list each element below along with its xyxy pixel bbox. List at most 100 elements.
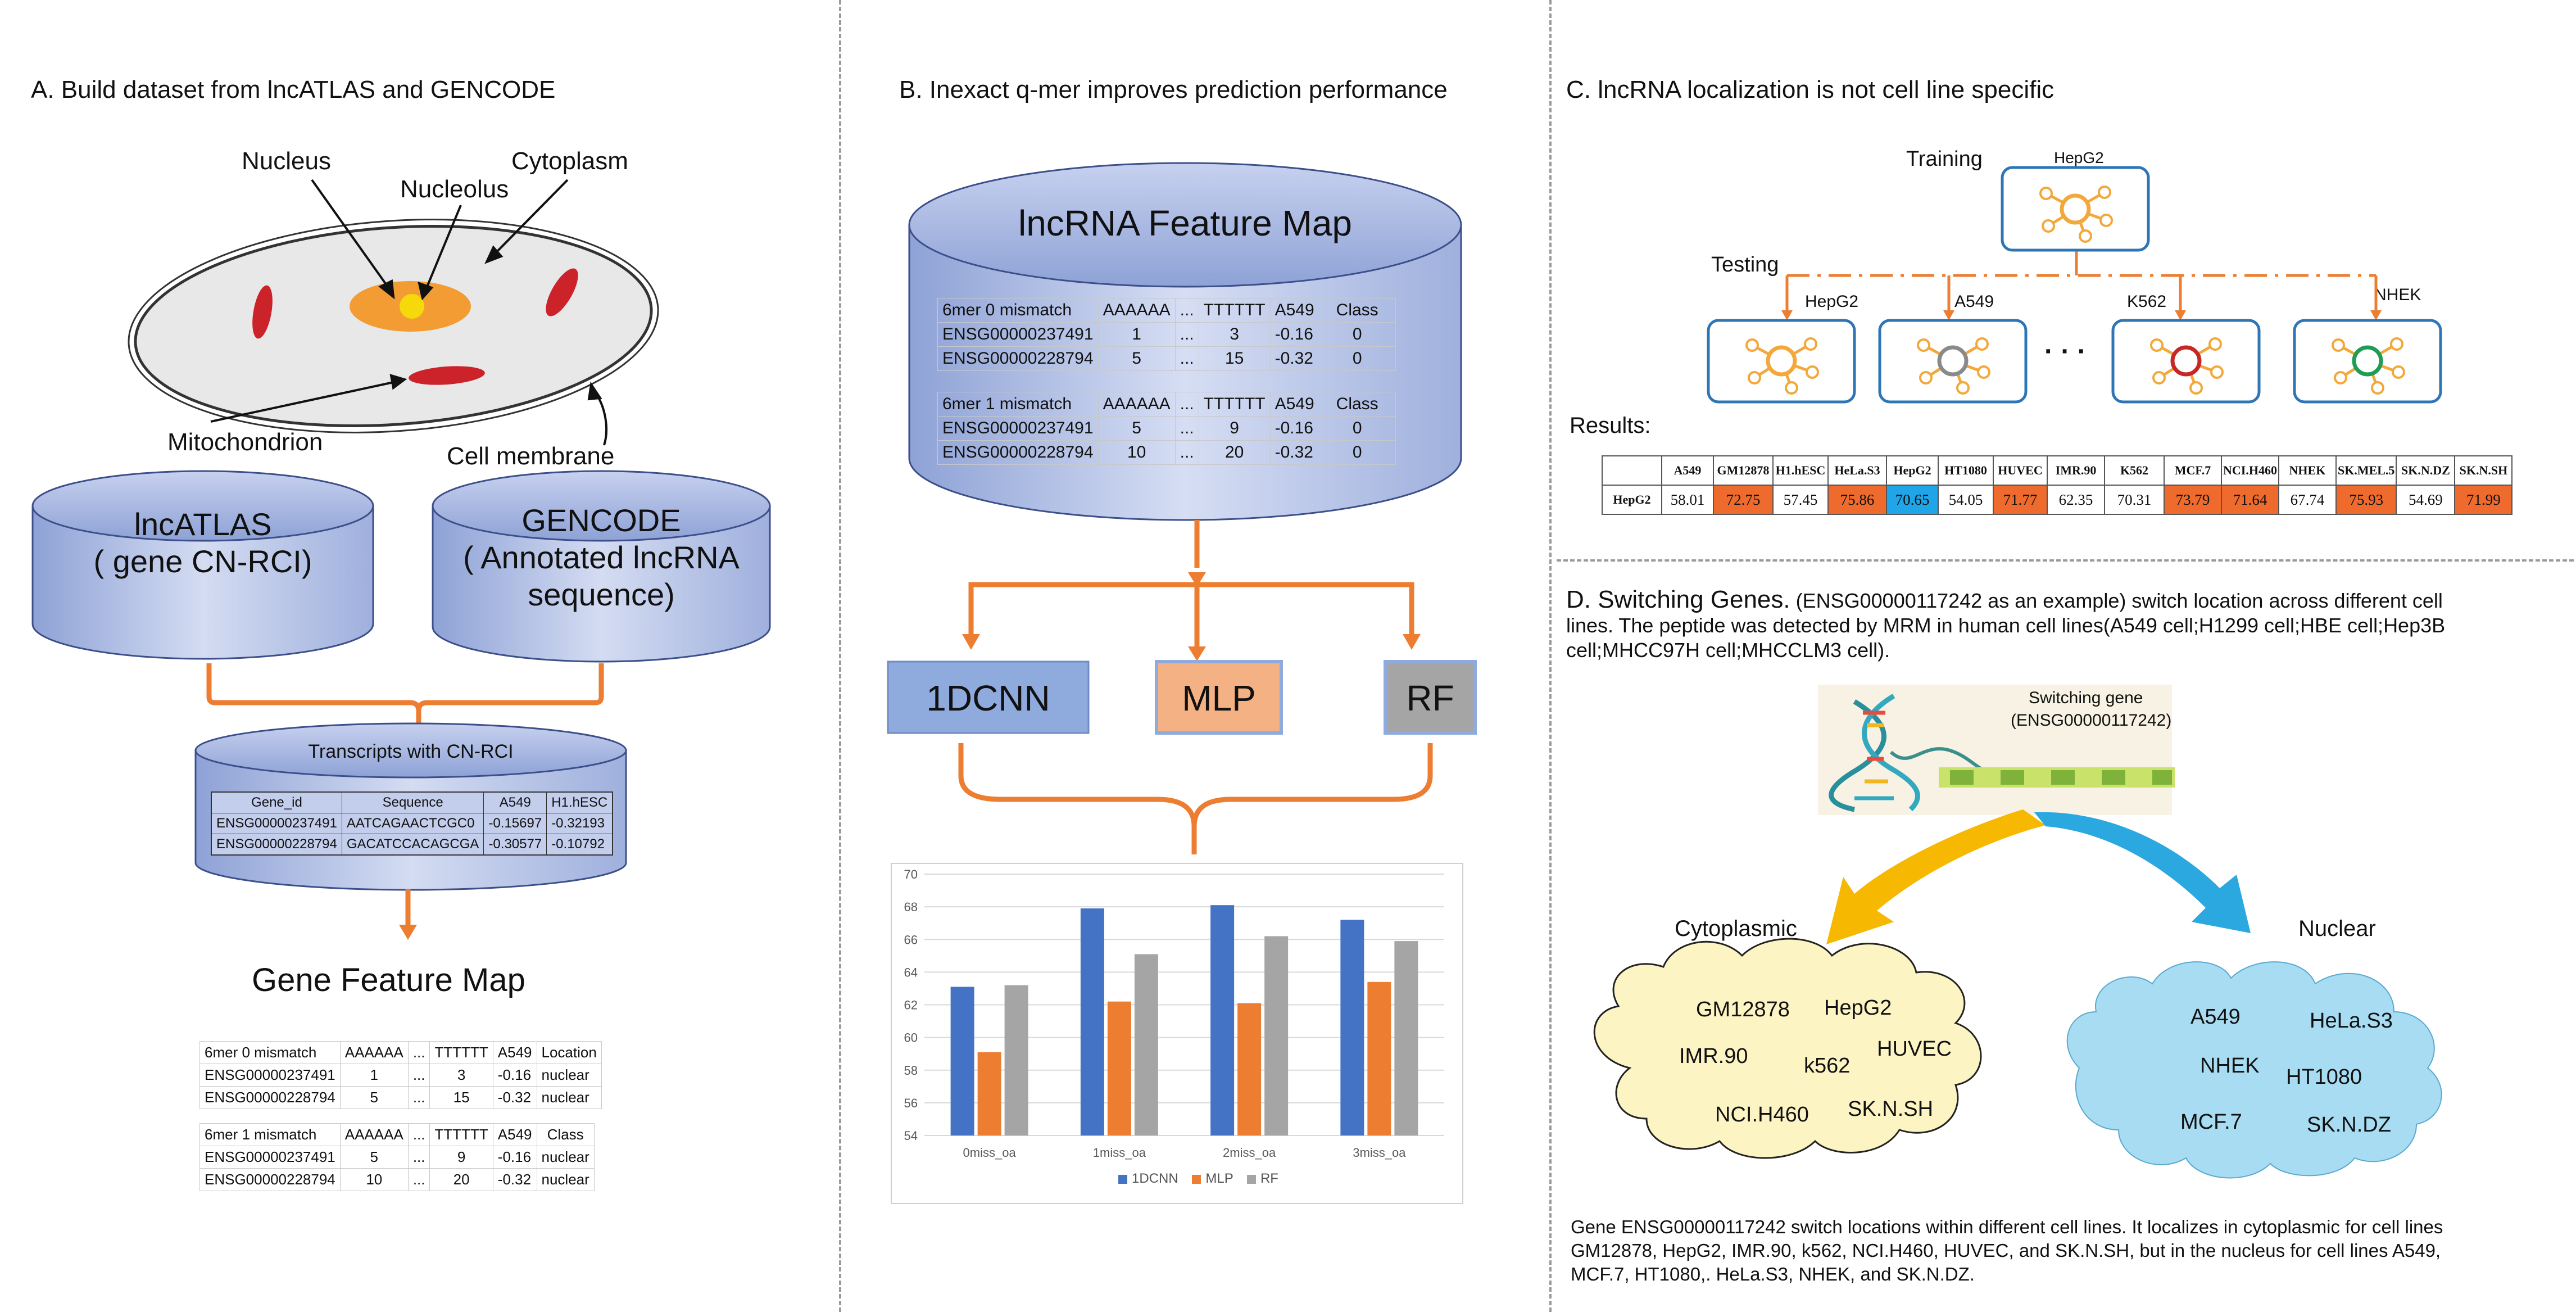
gt2-h3: TTTTTT (429, 1123, 493, 1146)
gt1-r1c0: ENSG00000228794 (199, 1086, 341, 1109)
gt1-r0c1: 1 (339, 1064, 409, 1087)
test-node-label-0: HepG2 (1805, 292, 1859, 311)
lncatlas-db-label: lncATLAS ( gene CN-RCI) (33, 506, 373, 580)
ft2-h3: TTTTTT (1198, 392, 1271, 417)
mitochondrion-3 (409, 366, 485, 385)
results-header-9: K562 (2104, 455, 2165, 486)
bar-1DCNN-1miss_oa (1080, 908, 1104, 1135)
nucleolus-label: Nucleolus (400, 175, 509, 203)
network-icon-4 (2332, 337, 2405, 395)
ft2-h0: 6mer 1 mismatch (937, 392, 1099, 417)
results-header-11: NCI.H460 (2221, 455, 2279, 486)
results-header-15: SK.N.SH (2454, 455, 2513, 486)
gt2-h5: Class (536, 1123, 595, 1146)
x-tick-3: 3miss_oa (1353, 1146, 1406, 1160)
results-cell-5: 70.65 (1886, 485, 1939, 515)
tr-r0-2: -0.15697 (483, 813, 547, 834)
ft2-r0c4: -0.16 (1269, 416, 1319, 441)
cyto-cell-0: GM12878 (1696, 998, 1790, 1021)
ft2-r1c0: ENSG00000228794 (937, 440, 1099, 465)
panel-d-description: D. Switching Genes. (ENSG00000117242 as … (1566, 587, 2555, 663)
bar-1DCNN-0miss_oa (950, 987, 974, 1135)
results-cell-13: 75.93 (2335, 485, 2397, 515)
ft1-r1c5: 0 (1318, 346, 1396, 371)
gt2-r1c4: -0.32 (492, 1168, 537, 1191)
cytoplasmic-label: Cytoplasmic (1675, 916, 1797, 941)
test-node-label-3: NHEK (2374, 286, 2421, 304)
panel-d-desc-3: cell;MHCC97H cell;MHCCLM3 cell). (1566, 639, 1890, 662)
ft1-h0: 6mer 0 mismatch (937, 298, 1099, 323)
results-cell-3: 57.45 (1772, 485, 1829, 515)
y-tick-4: 62 (904, 998, 918, 1012)
cell-membrane-label: Cell membrane (447, 442, 615, 470)
legend-rf: RF (1260, 1171, 1278, 1186)
ft1-r1c0: ENSG00000228794 (937, 346, 1099, 371)
ft2-r1c5: 0 (1318, 440, 1396, 465)
tr-h-0: Gene_id (211, 791, 342, 813)
ft2-r1c3: 20 (1198, 440, 1271, 465)
gt1-r0c5: nuclear (536, 1064, 602, 1087)
y-tick-5: 64 (904, 965, 918, 979)
cyto-cell-1: HepG2 (1824, 996, 1892, 1020)
training-label: Training (1906, 147, 1983, 171)
gencode-name: GENCODE (521, 503, 681, 538)
ft2-h4: A549 (1269, 392, 1319, 417)
cell-diagram (128, 179, 659, 446)
cyto-cell-6: SK.N.SH (1848, 1097, 1934, 1121)
testing-label: Testing (1711, 253, 1779, 277)
network-icon-3 (2150, 337, 2224, 395)
gencode-sub2: sequence) (528, 577, 675, 612)
ft2-h1: AAAAAA (1097, 392, 1176, 417)
bar-MLP-3miss_oa (1367, 981, 1391, 1135)
tr-r1-0: ENSG00000228794 (211, 834, 342, 856)
tr-r0-3: -0.32193 (546, 813, 613, 834)
results-header-7: HUVEC (1993, 455, 2048, 486)
ft1-r0c4: -0.16 (1269, 322, 1319, 347)
results-cell-1: 58.01 (1661, 485, 1714, 515)
ft2-r0c5: 0 (1318, 416, 1396, 441)
gt2-h0: 6mer 1 mismatch (199, 1123, 341, 1146)
gt2-h2: ... (407, 1123, 430, 1146)
model-box-mlp (1155, 660, 1283, 735)
results-header-3: H1.hESC (1772, 455, 1829, 486)
gt2-r1c0: ENSG00000228794 (199, 1168, 341, 1191)
network-node-icons (1745, 186, 2405, 395)
ft1-r1c1: 5 (1097, 346, 1176, 371)
tr-r1-3: -0.10792 (546, 834, 613, 856)
bar-MLP-0miss_oa (977, 1052, 1001, 1135)
ft2-r1c4: -0.32 (1269, 440, 1319, 465)
cyto-cell-5: NCI.H460 (1715, 1103, 1809, 1126)
results-cell-4: 75.86 (1827, 485, 1887, 515)
cytoplasmic-arrow (1826, 809, 2046, 944)
results-header-5: HepG2 (1886, 455, 1939, 486)
test-node-label-2: K562 (2127, 292, 2167, 311)
footer-line-1: Gene ENSG00000117242 switch locations wi… (1571, 1216, 2443, 1237)
gt1-h3: TTTTTT (429, 1041, 493, 1064)
nuc-cell-2: NHEK (2200, 1054, 2260, 1078)
y-tick-3: 60 (904, 1031, 918, 1045)
tr-r0-0: ENSG00000237491 (211, 813, 342, 834)
results-header-4: HeLa.S3 (1827, 455, 1887, 486)
switch-gene-label-1: Switching gene (2029, 689, 2143, 707)
gt2-h4: A549 (492, 1123, 537, 1146)
tr-h-2: A549 (483, 791, 547, 813)
bar-MLP-1miss_oa (1107, 1001, 1131, 1135)
gt2-r1c1: 10 (339, 1168, 409, 1191)
cyto-cell-3: k562 (1804, 1054, 1851, 1078)
divider-ab (839, 0, 841, 1312)
footer-line-2: GM12878, HepG2, IMR.90, k562, NCI.H460, … (1571, 1240, 2441, 1261)
legend-swatch-cnn (1118, 1174, 1127, 1184)
gt1-h0: 6mer 0 mismatch (199, 1041, 341, 1064)
nuc-cell-3: HT1080 (2286, 1065, 2362, 1089)
gencode-sub1: ( Annotated lncRNA (463, 540, 740, 575)
x-tick-2: 2miss_oa (1223, 1146, 1276, 1160)
gt2-r0c0: ENSG00000237491 (199, 1146, 341, 1169)
gt1-h1: AAAAAA (339, 1041, 409, 1064)
